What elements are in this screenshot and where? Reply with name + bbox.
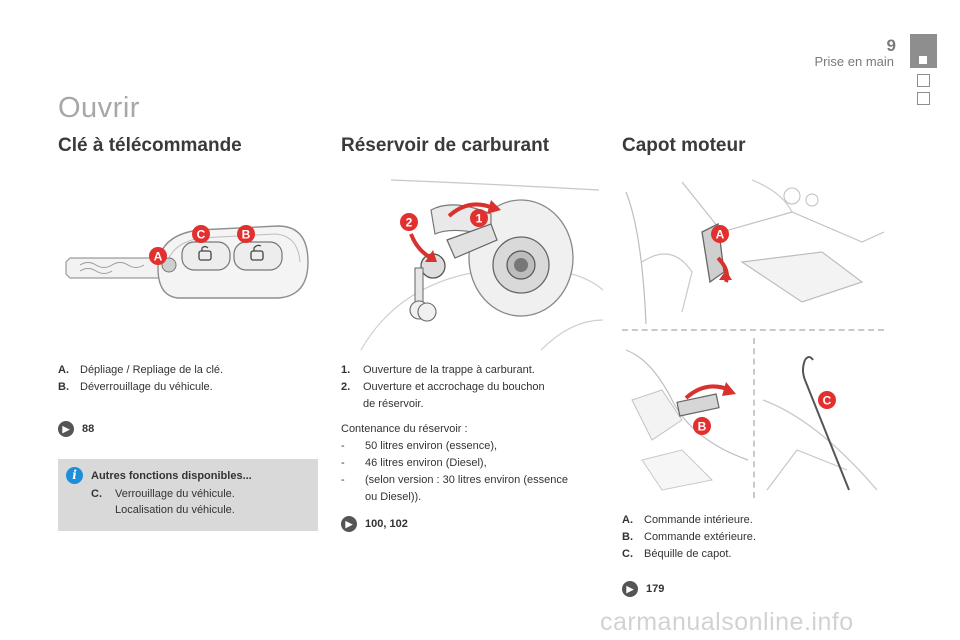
callout-a-marker xyxy=(149,247,167,265)
section-name: Prise en main xyxy=(814,54,894,69)
callout-c: C xyxy=(823,394,832,408)
page-reference-link[interactable]: ▶ 88 xyxy=(58,421,94,437)
fuel-filler-illustration: 1 2 xyxy=(360,179,603,351)
hood-interior-release-illustration: A xyxy=(625,179,884,324)
info-box: i Autres fonctions disponibles... C.Verr… xyxy=(58,459,318,531)
chapter-tab-active xyxy=(910,34,937,68)
callout-1: 1 xyxy=(476,212,483,226)
page-reference-link[interactable]: ▶ 179 xyxy=(622,581,664,597)
hood-section-title: Capot moteur xyxy=(622,135,746,156)
fuel-legend: 1.Ouverture de la trappe à carburant. 2.… xyxy=(341,362,603,413)
legend-item: A.Dépliage / Repliage de la clé. xyxy=(58,364,224,376)
hood-exterior-release-illustration: B xyxy=(625,349,749,491)
callout-c-marker xyxy=(192,225,210,243)
list-item: -(selon version : 30 litres environ (ess… xyxy=(341,474,568,486)
callout-b: B xyxy=(242,228,251,242)
list-item-continuation: ou Diesel)). xyxy=(365,491,422,503)
watermark: carmanualsonline.info xyxy=(600,608,854,636)
legend-item: B.Commande extérieure. xyxy=(622,531,756,543)
page-title: Ouvrir xyxy=(58,92,140,124)
key-legend: A.Dépliage / Repliage de la clé. B.Déver… xyxy=(58,362,318,396)
callout-b-marker xyxy=(693,417,711,435)
chapter-tab xyxy=(917,92,930,105)
legend-item: 1.Ouverture de la trappe à carburant. xyxy=(341,364,535,376)
tab-marker-icon xyxy=(919,56,927,64)
callout-a: A xyxy=(716,228,725,242)
info-box-content: C.Verrouillage du véhicule. Localisation… xyxy=(91,488,235,516)
legend-item: B.Déverrouillage du véhicule. xyxy=(58,381,213,393)
list-item: -50 litres environ (essence), xyxy=(341,440,498,452)
legend-item: A.Commande intérieure. xyxy=(622,514,753,526)
hood-legend: A.Commande intérieure. B.Commande extéri… xyxy=(622,512,884,563)
fuel-section-title: Réservoir de carburant xyxy=(341,135,550,156)
legend-item: C.Béquille de capot. xyxy=(622,548,732,560)
callout-a-marker xyxy=(711,225,729,243)
page-reference-link[interactable]: ▶ 100, 102 xyxy=(341,516,408,532)
callout-a: A xyxy=(154,250,163,264)
callout-c-marker xyxy=(818,391,836,409)
chapter-tab xyxy=(917,74,930,87)
info-box-title: Autres fonctions disponibles... xyxy=(91,470,252,482)
chevron-right-icon: ▶ xyxy=(58,421,74,437)
list-item: -46 litres environ (Diesel), xyxy=(341,457,487,469)
legend-item: 2.Ouverture et accrochage du bouchon xyxy=(341,381,545,393)
callout-2-marker xyxy=(400,213,418,231)
callout-c: C xyxy=(197,228,206,242)
tank-capacity: Contenance du réservoir : -50 litres env… xyxy=(341,421,603,506)
callout-1-marker xyxy=(470,209,488,227)
info-icon: i xyxy=(66,467,83,484)
chevron-right-icon: ▶ xyxy=(622,581,638,597)
unlock-icon xyxy=(250,244,264,261)
section-divider xyxy=(753,338,755,498)
hood-prop-rod-illustration: C xyxy=(762,356,878,491)
chevron-right-icon: ▶ xyxy=(341,516,357,532)
key-section-title: Clé à télécommande xyxy=(58,135,242,156)
tank-capacity-intro: Contenance du réservoir : xyxy=(341,423,468,435)
section-divider xyxy=(622,329,884,331)
page-number: 9 xyxy=(886,36,896,55)
callout-b: B xyxy=(698,420,707,434)
lock-icon xyxy=(198,245,212,261)
callout-b-marker xyxy=(237,225,255,243)
remote-key-illustration: A C B xyxy=(65,225,309,299)
callout-2: 2 xyxy=(406,216,413,230)
legend-item-continuation: de réservoir. xyxy=(363,398,424,410)
